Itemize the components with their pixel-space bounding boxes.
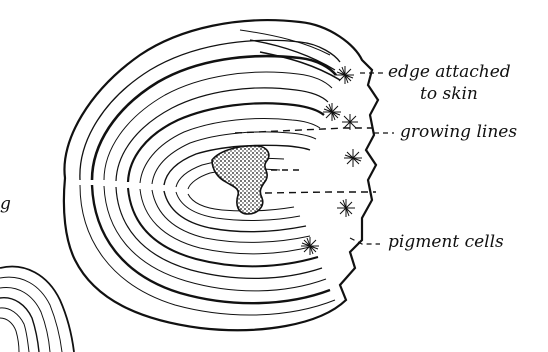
label-pigment-cells: pigment cells	[388, 234, 504, 251]
label-growing-lines: growing lines	[400, 124, 517, 141]
scale-focus	[212, 146, 269, 214]
label-left-fragment: g	[0, 196, 11, 213]
pigment-cells	[301, 66, 362, 255]
label-edge-attached: edge attached	[388, 64, 511, 81]
label-to-skin: to skin	[420, 86, 478, 103]
partial-second-scale	[0, 267, 74, 352]
